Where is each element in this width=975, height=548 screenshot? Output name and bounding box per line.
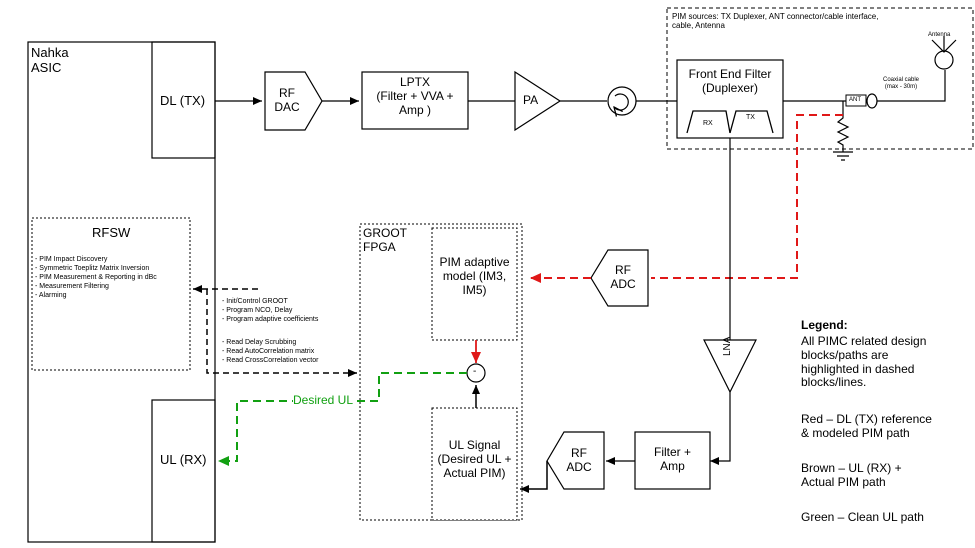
legend-title: Legend: [801, 319, 848, 333]
circulator-symbol [608, 87, 636, 115]
rfsw-title: RFSW [92, 226, 130, 241]
rfsw-item: - PIM Impact Discovery [35, 256, 107, 264]
legend-green: Green – Clean UL path [801, 511, 924, 525]
control-item: - Read Delay Scrubbing [222, 339, 296, 347]
cable-coil [867, 94, 877, 108]
ul-signal-label: UL Signal (Desired UL + Actual PIM) [432, 439, 517, 480]
antenna-ring [935, 51, 953, 69]
ground-icon [833, 152, 853, 160]
control-item: - Read AutoCorrelation matrix [222, 348, 314, 356]
lptx-label: LPTX (Filter + VVA + Amp ) [362, 76, 468, 117]
legend-red: Red – DL (TX) reference & modeled PIM pa… [801, 413, 932, 441]
rx-filter-label: RX [703, 120, 713, 128]
red-pim-reference-path [651, 115, 843, 278]
lna-to-filter-path [710, 392, 730, 461]
front-end-filter-label: Front End Filter (Duplexer) [677, 68, 783, 96]
rfsw-item: - PIM Measurement & Reporting in dBc [35, 274, 157, 282]
groot-fpga-label: GROOT FPGA [363, 227, 407, 255]
ant-label: ANT [849, 97, 861, 104]
legend-brown: Brown – UL (RX) + Actual PIM path [801, 462, 902, 490]
coaxial-cable-label: Coaxial cable (max - 30m) [876, 77, 926, 91]
tx-filter-label: TX [746, 114, 755, 122]
pa-label: PA [523, 94, 538, 108]
load-resistor [838, 101, 848, 152]
sum-node-sign: - [473, 366, 476, 378]
adc-to-ul-path [520, 461, 547, 489]
filter-amp-label: Filter + Amp [635, 446, 710, 474]
green-clean-ul-path [218, 373, 467, 461]
dl-tx-label: DL (TX) [160, 94, 205, 109]
rfsw-item: - Measurement Filtering [35, 283, 109, 291]
control-item: - Init/Control GROOT [222, 298, 288, 306]
ul-rx-port-box [152, 400, 215, 542]
lna-label: LNA [722, 337, 734, 356]
control-item: - Program adaptive coefficients [222, 316, 318, 324]
rf-adc-bottom-label: RF ADC [557, 447, 601, 475]
ul-rx-label: UL (RX) [160, 453, 206, 468]
control-item: - Read CrossCorrelation vector [222, 357, 318, 365]
control-item: - Program NCO, Delay [222, 307, 292, 315]
pim-sources-label: PIM sources: TX Duplexer, ANT connector/… [672, 12, 878, 30]
antenna-label: Antenna [928, 32, 950, 39]
rf-dac-label: RF DAC [266, 87, 308, 115]
pim-model-label: PIM adaptive model (IM3, IM5) [432, 256, 517, 297]
desired-ul-label: Desired UL [293, 394, 353, 408]
nahka-asic-title: Nahka ASIC [31, 46, 69, 76]
rf-adc-top-label: RF ADC [601, 264, 645, 292]
rfsw-item: - Symmetric Toeplitz Matrix Inversion [35, 265, 149, 273]
legend-intro: All PIMC related design blocks/paths are… [801, 335, 926, 390]
rfsw-item: - Alarming [35, 292, 67, 300]
